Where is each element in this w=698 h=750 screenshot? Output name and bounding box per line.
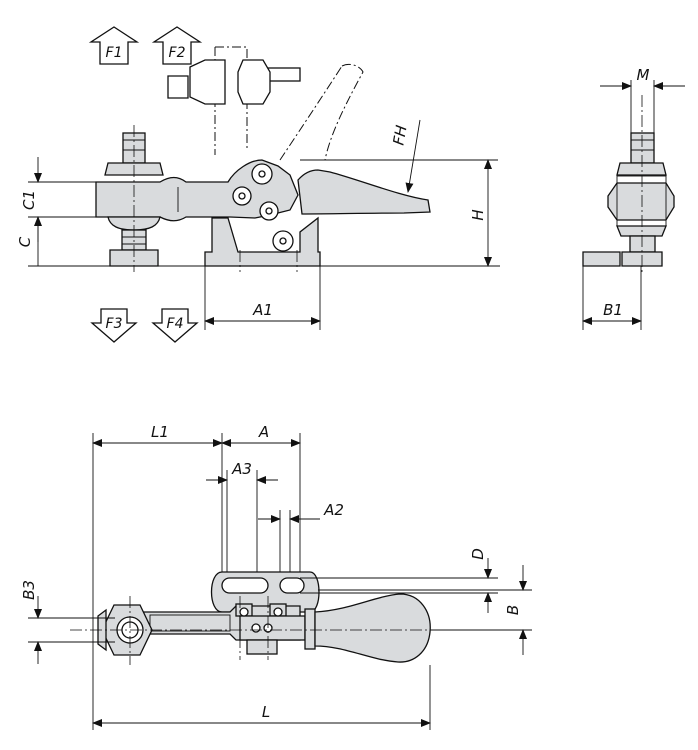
- top-slot-1: [221, 577, 269, 594]
- a-label: A: [258, 423, 269, 441]
- base-bracket: [204, 216, 321, 267]
- front-lower-nut: [616, 225, 667, 237]
- c-label: C: [16, 236, 34, 247]
- top-handle: [314, 593, 431, 663]
- ghost-pad: [189, 59, 226, 105]
- front-view: M B1: [582, 66, 685, 330]
- handle: [297, 169, 431, 215]
- side-view: C1 C H FH A1: [16, 46, 500, 330]
- a1-label: A1: [252, 301, 273, 319]
- top-slot-2: [279, 577, 305, 594]
- ghost-pad-tip: [167, 75, 189, 99]
- f3-label: F3: [106, 316, 123, 332]
- top-view: L1 A A3 A2 D B B3: [20, 423, 532, 730]
- force-arrow-f4: F4: [151, 308, 199, 343]
- f4-label: F4: [167, 316, 184, 332]
- front-spindle-bottom: [629, 235, 656, 253]
- front-base-foot: [582, 251, 621, 267]
- ghost-nut: [237, 59, 271, 105]
- b1-label: B1: [603, 301, 623, 319]
- front-clamp-body: [607, 182, 675, 221]
- b-label: B: [504, 605, 522, 615]
- open-position-ghost: [167, 46, 364, 161]
- front-upper-nut: [616, 162, 667, 176]
- a3-label: A3: [231, 460, 252, 478]
- b3-label: B3: [20, 580, 38, 600]
- force-arrow-f3: F3: [90, 308, 138, 343]
- f2-label: F2: [169, 45, 186, 61]
- c1-label: C1: [20, 190, 38, 210]
- l-label: L: [262, 703, 270, 721]
- fh-label: FH: [389, 124, 410, 147]
- clamp-arm: [95, 159, 299, 222]
- force-arrow-f2: F2: [151, 26, 203, 65]
- force-arrow-f1: F1: [88, 26, 140, 65]
- m-label: M: [637, 66, 650, 84]
- top-handle-collar: [304, 608, 316, 650]
- l1-label: L1: [151, 423, 169, 441]
- d-label: D: [469, 548, 487, 560]
- f1-label: F1: [106, 45, 123, 61]
- front-spindle-top: [630, 132, 655, 164]
- h-label: H: [469, 209, 487, 220]
- a2-label: A2: [323, 501, 344, 519]
